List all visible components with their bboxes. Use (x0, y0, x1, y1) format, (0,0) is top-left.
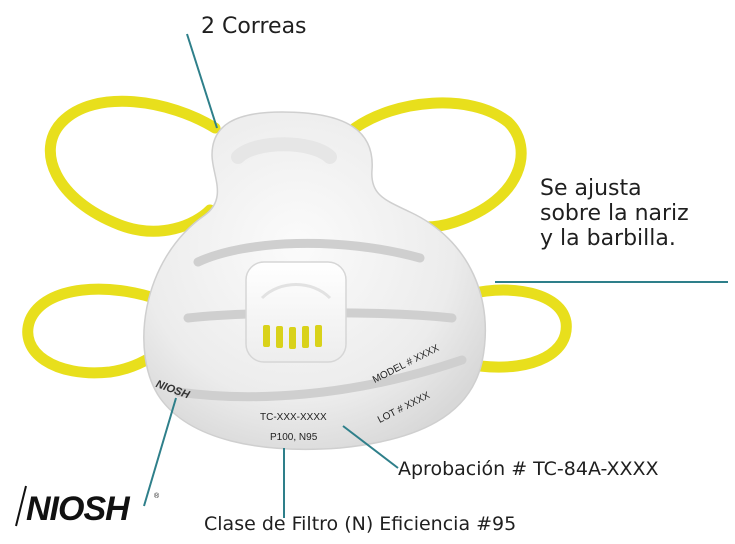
fit-label-line-3: y la barbilla. (540, 226, 676, 251)
niosh-logo: NIOSH ® (15, 485, 160, 528)
fit-label: Se ajusta sobre la nariz y la barbilla. (540, 176, 730, 251)
lower-left-strap (22, 283, 184, 379)
exhalation-valve (245, 261, 347, 363)
fit-label-line-1: Se ajusta (540, 176, 642, 201)
ridge-3 (173, 355, 467, 402)
leader-lines (143, 33, 728, 518)
straps-leader (186, 33, 218, 129)
ridge-1 (193, 238, 425, 267)
niosh-leader (143, 397, 177, 507)
svg-text:NIOSH: NIOSH (26, 490, 131, 528)
mask-tc-print: TC-XXX-XXXX (260, 412, 327, 423)
straps-label: 2 Correas (201, 14, 307, 39)
svg-text:®: ® (154, 492, 160, 500)
approval-label: Aprobación # TC-84A-XXXX (398, 458, 659, 480)
fit-label-line-2: sobre la nariz (540, 201, 689, 226)
mask-filter-print: P100, N95 (270, 432, 318, 443)
upper-left-strap (44, 95, 221, 237)
filter-class-label: Clase de Filtro (N) Eficiencia #95 (204, 513, 517, 535)
valve-slots (263, 325, 322, 349)
valve-top-arc (260, 283, 332, 300)
nose-clip (231, 137, 337, 164)
approval-leader (342, 425, 399, 469)
